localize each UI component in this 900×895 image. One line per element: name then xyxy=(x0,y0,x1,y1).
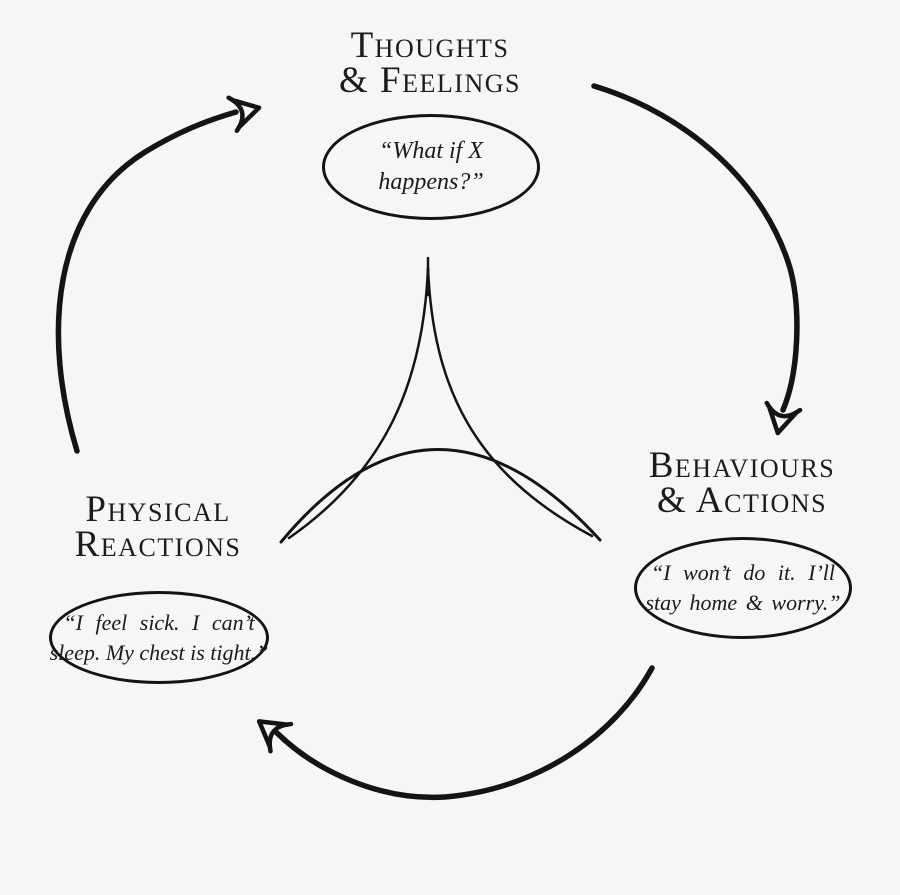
quote-line: happens?” xyxy=(378,169,484,195)
node-title-behaviours-actions: Behaviours & Actions xyxy=(582,445,900,521)
quote-bubble-behaviours: “I won’t do it. I’ll stay home & worry.” xyxy=(634,537,852,639)
arrow-thoughts-to-behaviours-shaft xyxy=(591,83,800,413)
quote-bubble-thoughts: “What if X happens?” xyxy=(322,114,540,220)
node-title-line: Physical xyxy=(85,489,231,530)
quote-line: “I feel sick. I can’t xyxy=(63,609,255,635)
center-triangle-left-side xyxy=(287,266,430,540)
node-title-line: & Actions xyxy=(656,480,828,521)
node-title-line: Behaviours xyxy=(648,445,836,486)
arrow-physical-to-thoughts-shaft xyxy=(55,109,239,454)
node-title-thoughts-feelings: Thoughts & Feelings xyxy=(270,25,590,101)
node-title-physical-reactions: Physical Reactions xyxy=(0,489,318,565)
center-triangle-shape xyxy=(279,256,602,544)
quote-line: “What if X xyxy=(378,138,483,164)
quote-line: sleep. My chest is tight.” xyxy=(49,639,269,665)
node-title-line: Thoughts xyxy=(350,25,510,66)
node-title-line: Reactions xyxy=(74,524,242,565)
node-title-line: & Feelings xyxy=(339,60,521,101)
arrow-behaviours-to-physical-shaft xyxy=(274,665,655,801)
quote-line: “I won’t do it. I’ll xyxy=(651,560,835,585)
arrowhead-thoughts-to-behaviours xyxy=(761,403,800,436)
center-triangle-right-side xyxy=(426,266,594,538)
quote-line: stay home & worry.” xyxy=(645,590,841,615)
center-triangle-bottom-arch xyxy=(279,448,602,544)
quote-bubble-physical: “I feel sick. I can’t sleep. My chest is… xyxy=(49,591,269,684)
arrowhead-behaviours-to-physical xyxy=(249,708,291,751)
